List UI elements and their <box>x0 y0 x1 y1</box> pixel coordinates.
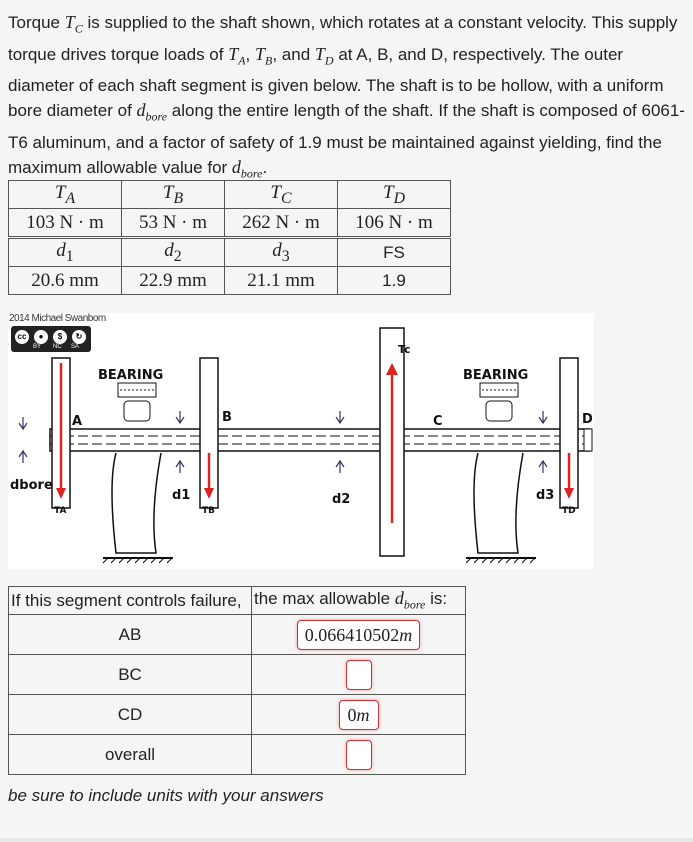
row-label-ab: AB <box>8 614 252 655</box>
label-d1: d1 <box>172 488 190 503</box>
header-d1: d1 <box>8 237 122 267</box>
shaft-diagram: 2014 Michael Swanbom cc ● $ ↻ BY NC SA <box>8 313 594 569</box>
value-d2: 22.9 mm <box>121 266 225 295</box>
answer-cell-overall <box>251 734 466 775</box>
label-tc: Tc <box>398 343 411 356</box>
answer-row-ab: AB 0.066410502m <box>8 614 466 655</box>
text: . <box>262 157 268 177</box>
math-dbore: dbore <box>231 156 263 181</box>
problem-statement: Torque TC is supplied to the shaft shown… <box>8 10 688 186</box>
header-d2: d2 <box>121 237 225 267</box>
label-d2: d2 <box>332 492 350 507</box>
label-bearing-2: BEARING <box>463 368 528 383</box>
text: at A, B, and D, respectively. The outer … <box>8 44 664 121</box>
math-dbore: dbore <box>136 100 168 124</box>
answer-input-bc[interactable] <box>345 659 372 690</box>
text: , <box>245 44 255 64</box>
footer-strip <box>0 838 693 842</box>
answer-cell-bc <box>251 654 466 695</box>
diameter-header-row: d1 d2 d3 FS <box>8 237 451 267</box>
answer-header-left: If this segment controls failure, <box>8 586 252 615</box>
value-tb: 53 N · m <box>121 208 225 239</box>
value-ta: 103 N · m <box>8 208 122 239</box>
given-values-table: TA TB TC TD 103 N · m 53 N · m 262 N · m… <box>8 180 451 295</box>
torque-value-row: 103 N · m 53 N · m 262 N · m 106 N · m <box>8 208 451 239</box>
header-td: TD <box>337 180 451 209</box>
row-label-bc: BC <box>8 654 252 695</box>
answer-cell-ab: 0.066410502m <box>251 614 466 655</box>
label-b: B <box>222 410 232 425</box>
answer-input-cd[interactable]: 0m <box>338 699 379 730</box>
text: , and <box>272 44 315 64</box>
answer-input-ab[interactable]: 0.066410502m <box>296 619 421 650</box>
label-d: D <box>582 412 593 427</box>
label-c: C <box>433 414 443 429</box>
answer-row-cd: CD 0m <box>8 694 466 735</box>
answer-header-right: the max allowable dbore is: <box>251 586 466 615</box>
row-label-cd: CD <box>8 694 252 735</box>
math-td: TD <box>314 43 334 68</box>
answer-header-row: If this segment controls failure, the ma… <box>8 586 466 615</box>
math-ta: TA <box>228 43 246 68</box>
torque-header-row: TA TB TC TD <box>8 180 451 209</box>
value-fs: 1.9 <box>337 266 451 295</box>
header-d3: d3 <box>224 237 338 267</box>
value-d1: 20.6 mm <box>8 266 122 295</box>
diameter-value-row: 20.6 mm 22.9 mm 21.1 mm 1.9 <box>8 266 451 295</box>
answer-row-bc: BC <box>8 654 466 695</box>
label-td: TD <box>562 506 576 516</box>
text: along the entire length of the shaft. If… <box>8 101 685 177</box>
label-d3: d3 <box>536 488 554 503</box>
header-tc: TC <box>224 180 338 209</box>
label-ta: TA <box>54 506 66 516</box>
row-label-overall: overall <box>8 734 252 775</box>
shaft-drawing: BEARING BEARING A B C D dbore TA TB Tc T… <box>10 327 593 564</box>
text: is supplied to the shaft shown, which ro… <box>8 13 678 64</box>
math-tb: TB <box>255 43 273 68</box>
answer-input-overall[interactable] <box>345 739 372 770</box>
label-a: A <box>72 414 82 429</box>
cc-license-icon: cc ● $ ↻ BY NC SA <box>11 326 91 352</box>
figure-credit: 2014 Michael Swanbom <box>9 313 106 324</box>
header-fs: FS <box>337 237 451 267</box>
label-bearing-1: BEARING <box>98 368 163 383</box>
units-note: be sure to include units with your answe… <box>8 786 324 805</box>
math-tc: TC <box>64 12 83 36</box>
label-dbore: dbore <box>10 478 53 493</box>
answer-cell-cd: 0m <box>251 694 466 735</box>
answer-table: If this segment controls failure, the ma… <box>8 586 466 775</box>
label-tb: TB <box>202 506 215 516</box>
answer-row-overall: overall <box>8 734 466 775</box>
value-d3: 21.1 mm <box>224 266 338 295</box>
header-tb: TB <box>121 180 225 209</box>
header-ta: TA <box>8 180 122 209</box>
value-td: 106 N · m <box>337 208 451 239</box>
text: Torque <box>8 13 65 32</box>
value-tc: 262 N · m <box>224 208 338 239</box>
